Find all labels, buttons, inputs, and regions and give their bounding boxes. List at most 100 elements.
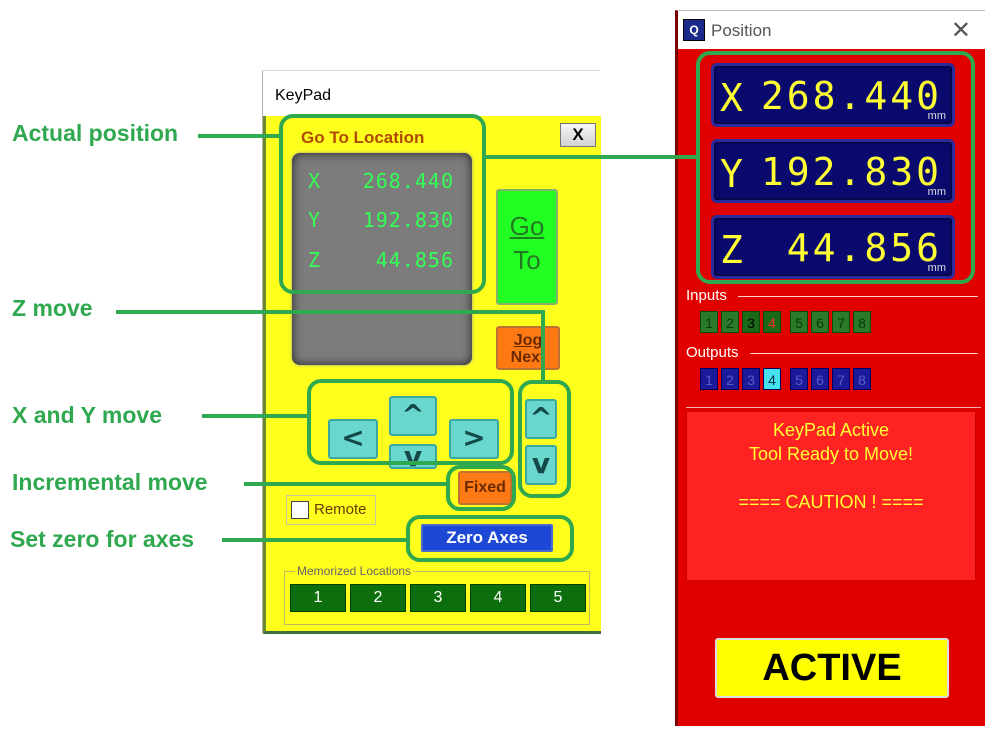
z-plus-button[interactable]: ^: [525, 399, 557, 439]
annotation-incremental-move: Incremental move: [12, 469, 208, 495]
output-led-4: 4: [763, 368, 781, 390]
z-minus-button[interactable]: v: [525, 445, 557, 485]
memorized-locations-title: Memorized Locations: [295, 564, 414, 578]
goto-button[interactable]: Go To: [496, 189, 558, 305]
input-led-7: 7: [832, 311, 850, 333]
lcd-axis-z: Z: [308, 248, 321, 272]
remote-checkbox[interactable]: [291, 501, 309, 519]
app-icon: Q: [683, 19, 705, 41]
inputs-label: Inputs: [686, 287, 727, 304]
readout-axis-x: X: [720, 76, 743, 120]
position-title: Position: [711, 21, 772, 40]
y-plus-button[interactable]: ^: [389, 396, 437, 436]
readout-axis-z: Z: [720, 228, 743, 272]
readout-y: Y 192.830 mm: [711, 139, 955, 203]
x-plus-button[interactable]: >: [449, 419, 499, 459]
jog-next-button[interactable]: Jog Next: [496, 326, 560, 370]
leader-z-move-vertical: [541, 310, 545, 380]
annotation-xy-move: X and Y move: [12, 402, 162, 428]
goto-button-line2: To: [513, 245, 541, 275]
arrow-up-icon: ^: [401, 398, 425, 431]
annotation-z-move: Z move: [12, 295, 93, 321]
status-message-line-3: [687, 466, 975, 490]
position-titlebar: Q Position ✕: [678, 11, 985, 49]
memory-button-1[interactable]: 1: [290, 584, 346, 612]
readout-unit-z: mm: [927, 262, 946, 274]
readout-axis-y: Y: [720, 152, 743, 196]
leader-actual-position: [198, 134, 279, 138]
highlight-z-move: [518, 380, 571, 498]
output-led-5: 5: [790, 368, 808, 390]
readout-value-y: 192.830: [760, 150, 942, 194]
readout-unit-x: mm: [927, 110, 946, 122]
input-led-2: 2: [721, 311, 739, 333]
remote-label: Remote: [314, 501, 367, 518]
readout-unit-y: mm: [927, 186, 946, 198]
zero-axes-button[interactable]: Zero Axes: [421, 524, 553, 552]
keypad-position-display: X 268.440 Y 192.830 Z 44.856: [292, 153, 472, 365]
arrow-right-icon: >: [462, 421, 486, 454]
memory-button-5[interactable]: 5: [530, 584, 586, 612]
inputs-divider: [738, 296, 978, 297]
outputs-label: Outputs: [686, 344, 739, 361]
output-led-7: 7: [832, 368, 850, 390]
z-down-icon: v: [531, 447, 551, 480]
arrow-left-icon: <: [341, 421, 365, 454]
outputs-divider: [750, 353, 978, 354]
leader-set-zero: [222, 538, 406, 542]
highlight-incremental-move: [446, 465, 516, 511]
output-led-3: 3: [742, 368, 760, 390]
readout-value-x: 268.440: [760, 74, 942, 118]
lcd-axis-y: Y: [308, 208, 321, 232]
status-message-line-4: ==== CAUTION ! ====: [738, 492, 924, 512]
output-led-2: 2: [721, 368, 739, 390]
output-led-6: 6: [811, 368, 829, 390]
active-status-badge: ACTIVE: [715, 638, 949, 698]
output-led-8: 8: [853, 368, 871, 390]
readout-z: Z 44.856 mm: [711, 215, 955, 279]
highlight-actual-position: [279, 114, 486, 294]
output-led-1: 1: [700, 368, 718, 390]
memory-button-2[interactable]: 2: [350, 584, 406, 612]
memory-button-4[interactable]: 4: [470, 584, 526, 612]
input-led-3: 3: [742, 311, 760, 333]
goto-button-line1: Go: [509, 211, 545, 241]
lcd-value-x: 268.440: [362, 169, 454, 193]
input-led-5: 5: [790, 311, 808, 333]
leader-xy-move: [202, 414, 307, 418]
memorized-locations-group: Memorized Locations 1 2 3 4 5: [284, 564, 590, 625]
position-window: Q Position ✕ X 268.440 mm Y 192.830 mm Z…: [675, 10, 985, 726]
leader-z-move: [116, 310, 542, 314]
lcd-value-z: 44.856: [375, 248, 454, 272]
jog-button-line2: Next: [510, 349, 546, 366]
goto-location-label: Go To Location: [301, 128, 425, 147]
input-led-4: 4: [763, 311, 781, 333]
annotation-actual-position: Actual position: [12, 120, 179, 146]
highlight-xy-move: [307, 379, 514, 465]
keypad-close-button[interactable]: X: [560, 123, 596, 147]
annotation-set-zero: Set zero for axes: [10, 526, 195, 552]
highlight-position-readouts: [696, 51, 975, 284]
close-icon[interactable]: ✕: [950, 16, 971, 44]
status-message-line-1: KeyPad Active: [772, 420, 890, 440]
highlight-zero-axes: [406, 515, 574, 562]
jog-button-line1: Jog: [513, 332, 543, 349]
memory-button-3[interactable]: 3: [410, 584, 466, 612]
input-led-6: 6: [811, 311, 829, 333]
fixed-incremental-button[interactable]: Fixed: [458, 471, 512, 505]
status-message-line-2: Tool Ready to Move!: [748, 444, 914, 464]
remote-checkbox-group[interactable]: Remote: [286, 495, 376, 525]
lcd-axis-x: X: [308, 169, 321, 193]
keypad-title: KeyPad: [275, 87, 332, 104]
status-message: KeyPad Active Tool Ready to Move! ==== C…: [686, 411, 976, 581]
x-minus-button[interactable]: <: [328, 419, 378, 459]
position-divider: [686, 407, 981, 408]
input-led-8: 8: [853, 311, 871, 333]
readout-x: X 268.440 mm: [711, 63, 955, 127]
readout-value-z: 44.856: [786, 226, 942, 270]
z-up-icon: ^: [529, 401, 553, 434]
input-led-1: 1: [700, 311, 718, 333]
leader-actual-to-readout: [486, 155, 696, 159]
lcd-value-y: 192.830: [362, 208, 454, 232]
